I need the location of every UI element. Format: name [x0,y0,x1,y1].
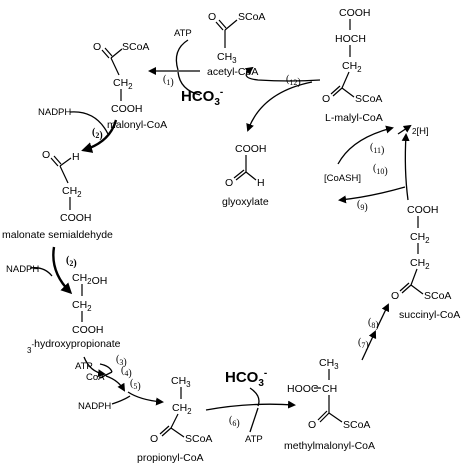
glyoxylate-cooh: COOH [235,143,267,155]
atp-3: ATP [75,361,93,372]
malonyl-coa-label: malonyl-CoA [107,119,167,131]
reaction-12: (12) [244,66,321,132]
reaction-1: ATP (1) HCO3- [148,28,223,108]
step-2b-label: (2) [66,255,77,269]
step-2a-label: (2) [92,127,103,141]
step-12-label: (12) [286,74,301,88]
hydroxypropionate-ch2: CH2 [72,299,92,313]
reaction-3-4-5: ATP CoA (3) (4) (5) NADPH [75,354,164,412]
hydroxypropionate: CH2OH CH2 COOH 3-hydroxypropionate [27,272,121,355]
nadph-2b: NADPH [6,264,39,275]
nadph-5: NADPH [78,401,111,412]
acetyl-coa-o: O [208,11,216,23]
step-1-label: (1) [163,74,174,88]
propionyl-coa: CH3 CH2 O SCoA propionyl-CoA [137,375,212,464]
l-malyl-coa-o: O [322,93,330,105]
succinyl-coa-o: O [391,290,399,302]
malonyl-coa-o: O [93,41,101,53]
methylmalonyl-coa-ch3: CH3 [319,357,339,371]
step-9-label: (9) [357,199,368,213]
l-malyl-coa-cooh: COOH [339,7,371,19]
methylmalonyl-coa: CH3 HOOC CH O SCoA methylmalonyl-CoA [284,357,375,452]
reaction-2b: NADPH (2) [6,246,77,295]
methylmalonyl-coa-hooc: HOOC [287,383,319,395]
succinyl-coa-scoa: SCoA [424,290,451,302]
reaction-7-8: (7) (8) [358,303,390,361]
hco3-6: HCO3- [225,368,267,389]
methylmalonyl-coa-ch: CH [322,383,337,395]
acetyl-coa-scoa: SCoA [238,11,265,23]
atp-6: ATP [245,434,263,445]
malonyl-coa-ch2: CH2 [113,77,133,91]
glyoxylate: COOH O H glyoxylate [222,143,269,208]
nadph-2: NADPH [38,107,71,118]
step-6-label: (6) [229,415,240,429]
step-8-label: (8) [368,317,379,331]
glyoxylate-o: O [225,177,233,189]
hco3-1: HCO3- [181,87,223,108]
step-4-label: (4) [121,365,132,379]
reaction-2a: NADPH (2) [38,107,118,153]
malonate-semialdehyde-ch2: CH2 [62,185,82,199]
coash: [CoASH] [324,173,361,184]
malonyl-coa: O SCoA CH2 COOH malonyl-CoA [93,41,167,131]
step-10-label: (10) [373,163,388,177]
propionyl-coa-o: O [150,433,158,445]
l-malyl-coa-scoa: SCoA [355,93,382,105]
methylmalonyl-coa-label: methylmalonyl-CoA [284,440,375,452]
coa-3: CoA [86,372,105,383]
propionyl-coa-label: propionyl-CoA [137,452,204,464]
malonate-semialdehyde-cooh: COOH [60,212,92,224]
acetyl-coa: O SCoA CH3 acetyl-CoA [207,11,265,78]
l-malyl-coa: COOH HOCH CH2 O SCoA L-malyl-CoA [322,7,383,124]
methylmalonyl-coa-scoa: SCoA [343,419,370,431]
hydroxypropionate-cooh: COOH [72,324,104,336]
two-h: 2[H] [412,126,429,137]
propionyl-coa-scoa: SCoA [185,433,212,445]
acetyl-coa-ch3: CH3 [217,51,237,65]
succinyl-coa-ch2-a: CH2 [410,231,430,245]
l-malyl-coa-ch2: CH2 [342,60,362,74]
succinyl-coa-label: succinyl-CoA [399,309,460,321]
malonate-semialdehyde-h: H [72,151,80,163]
propionyl-coa-ch2: CH2 [172,402,192,416]
malonate-semialdehyde-label: malonate semialdehyde [2,229,113,241]
malonyl-coa-cooh: COOH [111,103,143,115]
l-malyl-coa-label: L-malyl-CoA [325,112,383,124]
step-5-label: (5) [130,378,141,392]
reaction-6: HCO3- (6) ATP [205,368,296,445]
malonate-semialdehyde: O H CH2 COOH malonate semialdehyde [2,149,113,241]
malonyl-coa-scoa: SCoA [122,41,149,53]
hydroxypropionate-label: 3-hydroxypropionate [27,338,121,355]
acetyl-coa-label: acetyl-CoA [207,66,258,78]
propionyl-coa-ch3: CH3 [171,375,191,389]
glyoxylate-h: H [257,177,265,189]
step-11-label: (11) [370,142,384,156]
succinyl-coa-ch2-b: CH2 [410,257,430,271]
succinyl-coa: COOH CH2 CH2 O SCoA succinyl-CoA [391,204,460,321]
glyoxylate-label: glyoxylate [222,196,269,208]
step-7-label: (7) [358,337,369,351]
hydroxypropionate-ch2oh: CH2OH [72,272,107,287]
atp-1: ATP [174,28,192,39]
malonate-semialdehyde-o: O [42,149,50,161]
succinyl-coa-cooh: COOH [407,204,439,216]
reaction-9-10-11: [CoASH] (9) (10) (11) 2[H] [324,124,429,213]
methylmalonyl-coa-o: O [308,419,316,431]
l-malyl-coa-hoch: HOCH [335,33,366,45]
step-3-label: (3) [116,354,127,368]
